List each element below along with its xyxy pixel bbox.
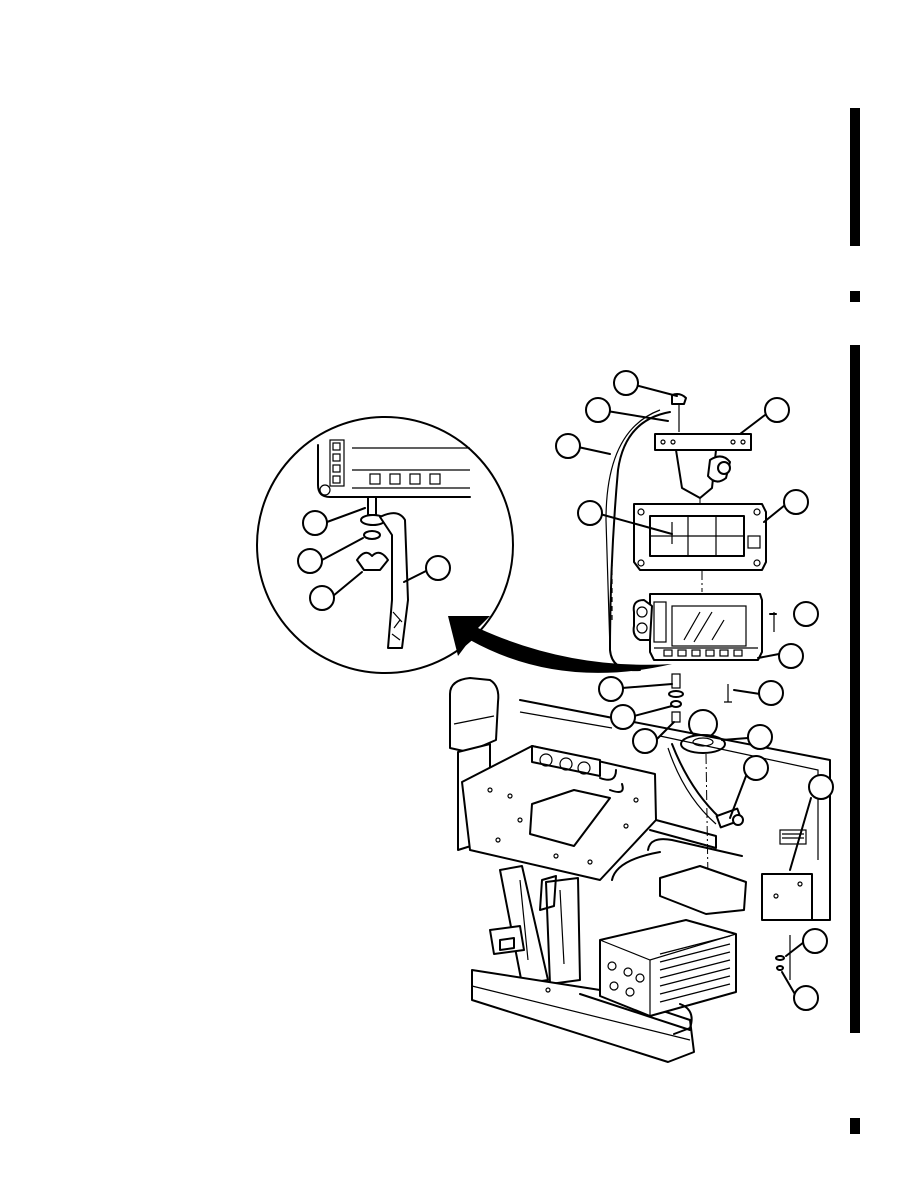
- callout-3: [764, 397, 790, 423]
- right-edge-square-mark: [850, 291, 860, 302]
- curved-leader-arrow: [448, 616, 672, 673]
- callout-16: [802, 928, 828, 954]
- callout-13: [747, 724, 773, 750]
- callout-10: [758, 680, 784, 706]
- detail-display-panel: [317, 439, 471, 498]
- callout-4: [555, 433, 581, 459]
- callout-12: [632, 728, 658, 754]
- callout-detail-1: [302, 510, 328, 536]
- display-unit: [632, 593, 775, 661]
- detail-hardware-stack: [356, 496, 409, 649]
- main-callouts: [555, 370, 834, 1011]
- callout-8: [778, 643, 804, 669]
- callout-1: [613, 370, 639, 396]
- callout-5: [577, 500, 603, 526]
- right-edge-bar-top: [850, 108, 860, 246]
- main-callout-leaders: [577, 384, 812, 997]
- vehicle-base-assembly: [449, 677, 831, 1063]
- callout-6: [783, 489, 809, 515]
- callout-7: [793, 601, 819, 627]
- mounting-bracket: [654, 433, 752, 505]
- detail-view-circle: [256, 416, 514, 674]
- callout-detail-4: [425, 555, 451, 581]
- main-hardware-stack: [668, 673, 732, 723]
- callout-detail-3: [309, 585, 335, 611]
- top-clip: [671, 393, 687, 432]
- right-edge-square-mark-bottom: [850, 1118, 860, 1134]
- callout-15: [808, 774, 834, 800]
- right-edge-bar-bottom: [850, 345, 860, 1033]
- callout-11: [610, 704, 636, 730]
- callout-9: [598, 676, 624, 702]
- callout-14: [743, 755, 769, 781]
- callout-2: [585, 397, 611, 423]
- mounting-frame: [633, 503, 767, 571]
- callout-17: [793, 985, 819, 1011]
- cable-assembly: [605, 409, 671, 672]
- callout-detail-2: [297, 548, 323, 574]
